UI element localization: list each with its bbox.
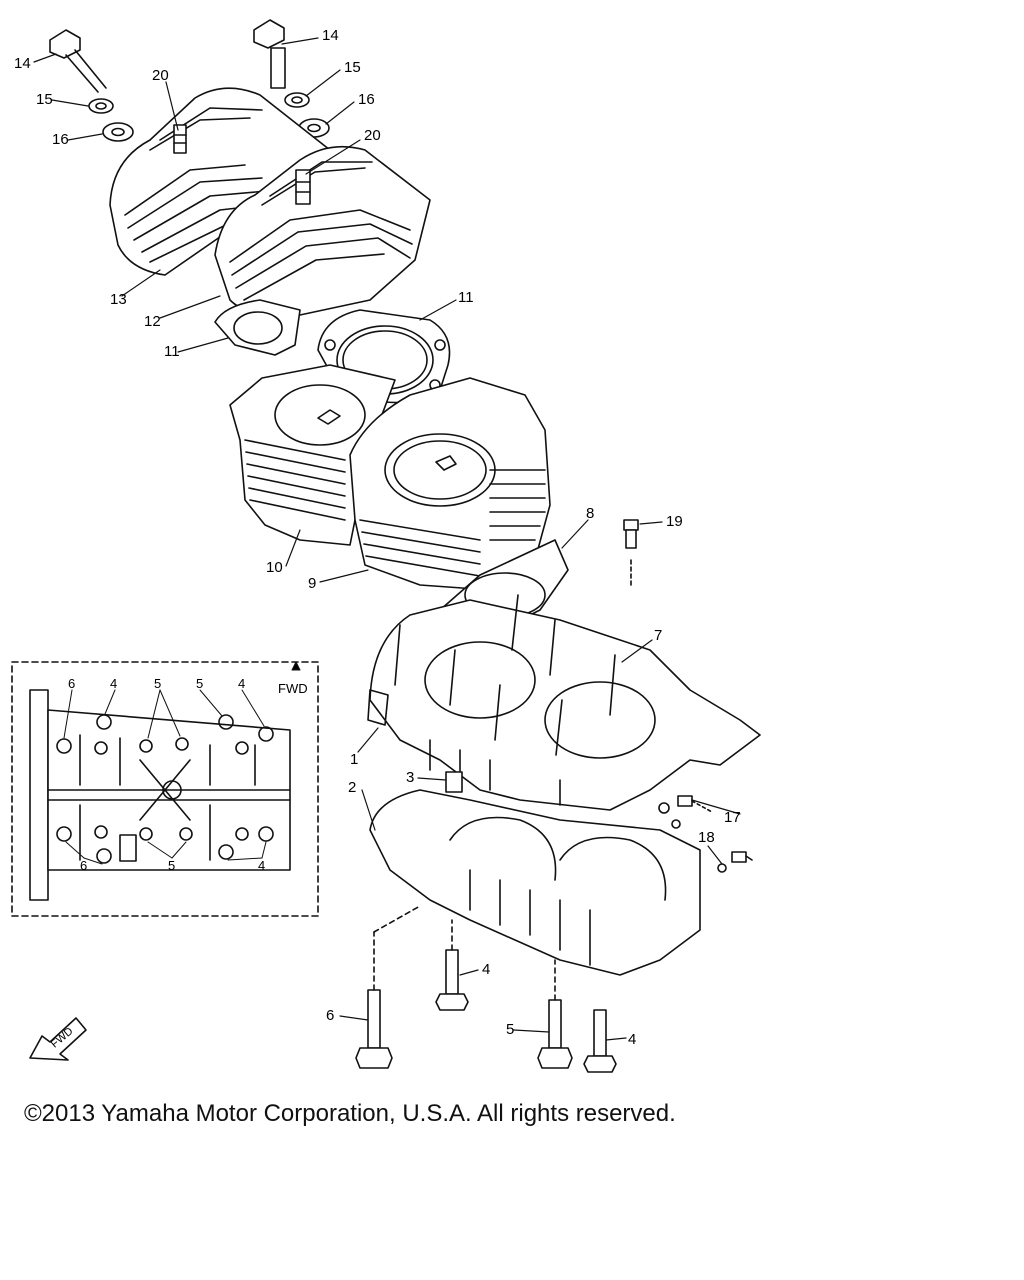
lower-crankcase bbox=[369, 789, 701, 976]
stud-bolt-19 bbox=[623, 519, 639, 589]
cylinder-head-bolt-left bbox=[49, 29, 107, 93]
inset-callout-5a: 5 bbox=[154, 676, 161, 691]
inset-callout-6a: 6 bbox=[68, 676, 75, 691]
callout-9: 9 bbox=[308, 575, 316, 592]
upper-crankcase bbox=[367, 599, 761, 811]
callout-6: 6 bbox=[326, 1007, 334, 1024]
inset-callout-6b: 6 bbox=[80, 858, 87, 873]
callout-4a: 4 bbox=[482, 961, 490, 978]
crankcase-bolt-4a bbox=[435, 919, 469, 1011]
callout-18: 18 bbox=[698, 829, 715, 846]
callout-16a: 16 bbox=[52, 131, 69, 148]
crankcase-bolt-6 bbox=[355, 905, 421, 1069]
inset-callout-5c: 5 bbox=[168, 858, 175, 873]
head-gasket-left bbox=[214, 299, 301, 356]
callout-20a: 20 bbox=[152, 67, 169, 84]
crankcase-bolt-4b bbox=[583, 1009, 617, 1073]
inset-callout-4a: 4 bbox=[110, 676, 117, 691]
callout-12: 12 bbox=[144, 313, 161, 330]
callout-5: 5 bbox=[506, 1021, 514, 1038]
callout-7: 7 bbox=[654, 627, 662, 644]
inset-fwd-label: FWD bbox=[278, 681, 308, 696]
callout-13: 13 bbox=[110, 291, 127, 308]
callout-11a: 11 bbox=[164, 343, 180, 360]
callout-labels: 14 14 15 15 16 16 20 20 13 12 11 11 10 9… bbox=[14, 27, 741, 1048]
inset-callout-5b: 5 bbox=[196, 676, 203, 691]
callout-2: 2 bbox=[348, 779, 356, 796]
callout-8: 8 bbox=[586, 505, 594, 522]
inset-leader-lines bbox=[63, 661, 301, 865]
spark-plug-right bbox=[295, 169, 311, 205]
callout-20b: 20 bbox=[364, 127, 381, 144]
callout-16b: 16 bbox=[358, 91, 375, 108]
callout-4b: 4 bbox=[628, 1031, 636, 1048]
leader-lines bbox=[33, 37, 741, 1041]
callout-15b: 15 bbox=[344, 59, 361, 76]
spark-plug-left bbox=[173, 124, 187, 154]
inset-labels: 6 4 5 5 4 FWD 6 5 4 bbox=[68, 676, 308, 873]
washer-left bbox=[88, 98, 134, 142]
callout-14b: 14 bbox=[322, 27, 339, 44]
copyright-notice: ©2013 Yamaha Motor Corporation, U.S.A. A… bbox=[24, 1100, 676, 1127]
callout-3: 3 bbox=[406, 769, 414, 786]
dowel-pin bbox=[445, 771, 463, 793]
callout-11b: 11 bbox=[458, 289, 474, 306]
callout-17: 17 bbox=[724, 809, 741, 826]
callout-10: 10 bbox=[266, 559, 283, 576]
callout-1: 1 bbox=[350, 751, 358, 768]
cylinder-head-bolt-right bbox=[253, 19, 286, 89]
cylinder-head-right bbox=[214, 145, 431, 317]
callout-15a: 15 bbox=[36, 91, 53, 108]
callout-19: 19 bbox=[666, 513, 683, 530]
callout-14a: 14 bbox=[14, 55, 31, 72]
crankcase-bolt-5 bbox=[537, 959, 573, 1069]
fwd-direction-icon bbox=[29, 1017, 87, 1061]
inset-callout-4c: 4 bbox=[258, 858, 265, 873]
inset-panel bbox=[11, 661, 319, 917]
exploded-parts-diagram: 14 14 15 15 16 16 20 20 13 12 11 11 10 9… bbox=[11, 19, 761, 1073]
inset-bolt-holes bbox=[56, 714, 274, 864]
cylinder-studs bbox=[394, 594, 616, 756]
inset-callout-4b: 4 bbox=[238, 676, 245, 691]
